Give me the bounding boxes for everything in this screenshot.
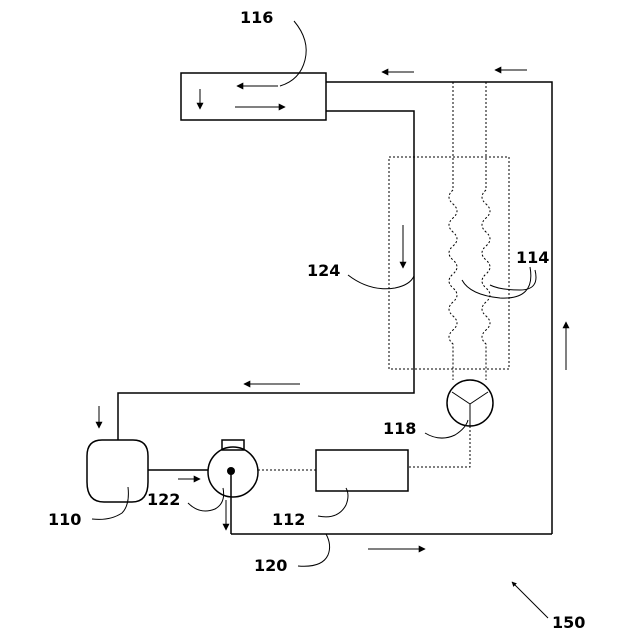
label-122: 122 (147, 490, 180, 509)
reference-labels: 116 114 124 118 110 122 112 120 150 (48, 8, 585, 632)
leader-lines (92, 21, 548, 618)
component-118 (408, 380, 493, 467)
flow-arrows (99, 70, 566, 549)
wire-114 (449, 82, 490, 380)
label-150: 150 (552, 613, 585, 632)
label-120: 120 (254, 556, 287, 575)
label-118: 118 (383, 419, 416, 438)
label-124: 124 (307, 261, 340, 280)
top-return-pipe (326, 82, 552, 534)
component-122 (208, 440, 258, 534)
component-116 (181, 73, 326, 120)
label-110: 110 (48, 510, 81, 529)
component-112 (316, 450, 408, 491)
label-112: 112 (272, 510, 305, 529)
supply-pipe-124 (118, 111, 414, 440)
label-116: 116 (240, 8, 273, 27)
label-114: 114 (516, 248, 549, 267)
